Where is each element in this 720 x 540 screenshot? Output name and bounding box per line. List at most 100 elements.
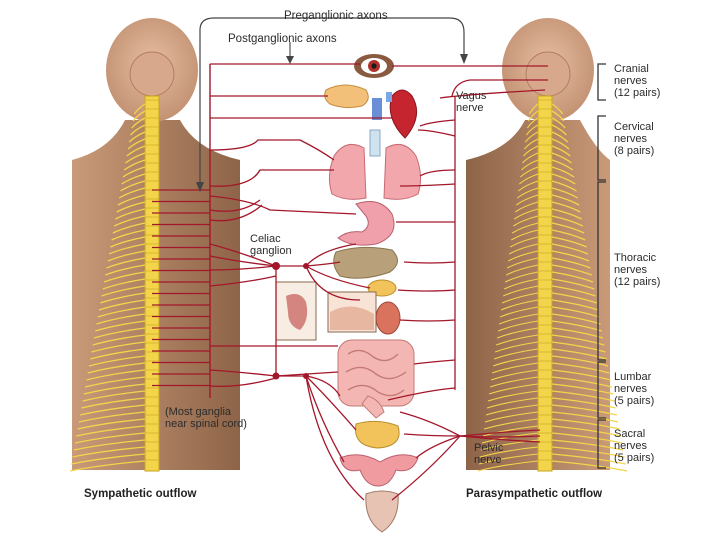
left-spinal-nerve xyxy=(77,418,146,430)
celiac-axon xyxy=(209,265,277,271)
left-spinal-nerve xyxy=(126,145,146,157)
cranial-line3: (12 pairs) xyxy=(614,87,661,99)
sympathetic-postganglionic-axon xyxy=(209,195,357,215)
bladder-icon xyxy=(354,420,400,449)
thoracic-line3: (12 pairs) xyxy=(614,276,661,288)
parasympathetic-axon xyxy=(397,289,456,292)
left-figure xyxy=(72,18,240,472)
sympathetic-postganglionic-axon xyxy=(209,199,261,212)
pelvic-nerve-label: Pelvic nerve xyxy=(474,442,503,466)
sacral-nerves-label: Sacral nerves (5 pairs) xyxy=(614,428,654,464)
left-spinal-nerve xyxy=(132,110,146,122)
right-spinal-nerve xyxy=(551,110,565,122)
celiac-ganglion-label: Celiac ganglion xyxy=(250,233,292,257)
right-spinal-nerve xyxy=(551,418,620,430)
right-spinal-nerve xyxy=(514,201,539,213)
preganglionic-arrow-right xyxy=(460,54,468,64)
sympathetic-postganglionic-axon xyxy=(209,204,263,222)
postganglionic-label: Postganglionic axons xyxy=(228,33,337,45)
left-spinal-nerve xyxy=(82,390,146,402)
right-spinal-nerve xyxy=(498,313,539,325)
right-spinal-nerve xyxy=(551,362,610,374)
right-spinal-nerve xyxy=(551,173,576,185)
right-spinal-nerve xyxy=(527,110,539,122)
right-spinal-nerve xyxy=(551,222,585,234)
thoracic-nerves-label: Thoracic nerves (12 pairs) xyxy=(614,252,660,288)
left-spinal-nerve xyxy=(122,166,146,178)
left-spinal-nerve xyxy=(117,194,146,206)
cervical-line3: (8 pairs) xyxy=(614,145,655,157)
right-spinal-nerve xyxy=(519,166,539,178)
preganglionic-label: Preganglionic axons xyxy=(284,10,388,22)
left-spinal-nerve xyxy=(96,313,146,325)
right-spinal-nerve xyxy=(486,397,539,409)
heart-icon xyxy=(372,89,418,139)
right-spinal-nerve xyxy=(484,411,539,423)
left-spinal-nerve xyxy=(79,404,146,416)
left-spinal-nerve xyxy=(102,278,146,290)
left-spinal-nerve xyxy=(69,460,146,472)
right-spinal-nerve xyxy=(551,376,613,388)
cranial-line2: nerves xyxy=(614,75,648,87)
left-brain xyxy=(129,51,175,97)
thoracic-line2: nerves xyxy=(614,264,648,276)
cervical-nerves-label: Cervical nerves (8 pairs) xyxy=(614,121,654,157)
parasympathetic-axon xyxy=(413,359,456,365)
sympathetic-postganglionic-axon xyxy=(209,275,277,287)
parasympathetic-axon xyxy=(439,89,546,99)
rectum-icon xyxy=(361,395,385,419)
right-spinal-nerve xyxy=(483,418,539,430)
right-spinal-nerve xyxy=(492,355,539,367)
celiac-axon xyxy=(305,375,341,397)
right-spinal-nerve xyxy=(551,271,594,283)
left-spinal-nerve xyxy=(120,180,146,192)
pelvic-axon xyxy=(459,429,541,437)
left-spinal-nerve xyxy=(81,397,146,409)
preganglionic-arrow-left xyxy=(196,182,204,192)
left-spinal-nerve xyxy=(111,229,146,241)
left-spinal-nerve xyxy=(125,152,146,164)
most-ganglia-line1: (Most ganglia xyxy=(165,406,232,418)
nerve-group-bracket xyxy=(597,361,606,419)
right-spinal-nerve xyxy=(551,446,625,458)
right-spinal-nerve xyxy=(551,425,621,437)
celiac-axon xyxy=(305,261,341,267)
right-spinal-nerve xyxy=(551,313,601,325)
left-spinal-nerve xyxy=(83,383,146,395)
sympathetic-outflow-label: Sympathetic outflow xyxy=(84,488,197,500)
right-spinal-nerve xyxy=(551,103,564,115)
right-spinal-nerve xyxy=(479,446,539,458)
left-spinal-nerve xyxy=(98,299,146,311)
axon-network xyxy=(152,17,548,501)
right-spinal-nerve xyxy=(520,159,539,171)
right-spinal-nerve xyxy=(551,250,590,262)
left-spinal-nerve xyxy=(76,425,146,437)
intestines-icon xyxy=(337,339,415,407)
right-spinal-nerve xyxy=(490,369,539,381)
celiac-line2: ganglion xyxy=(250,245,292,257)
left-spinal-nerve xyxy=(133,103,146,115)
liver-icon xyxy=(333,246,398,279)
right-spinal-nerve xyxy=(482,425,539,437)
left-spinal-nerve xyxy=(86,369,146,381)
right-spinal-nerve xyxy=(528,103,539,115)
most-ganglia-label: (Most ganglia near spinal cord) xyxy=(165,406,247,430)
pelvic-line1: Pelvic xyxy=(474,442,504,454)
right-spinal-nerve xyxy=(499,306,539,318)
pelvic-axon xyxy=(415,435,461,459)
left-spinal-nerve xyxy=(112,222,146,234)
parasympathetic-axon xyxy=(419,119,456,127)
right-spinal-nerve xyxy=(525,124,539,136)
celiac-axon xyxy=(305,375,345,463)
right-spinal-nerve xyxy=(523,138,539,150)
parasympathetic-axon xyxy=(399,319,456,322)
celiac-axon xyxy=(305,375,365,501)
parasympathetic-axon xyxy=(387,387,456,401)
right-spinal-nerve xyxy=(508,243,539,255)
left-spinal-nerve xyxy=(121,173,146,185)
postganglionic-arrow xyxy=(286,56,294,64)
right-brain xyxy=(525,51,571,97)
celiac-axon xyxy=(209,255,277,267)
parasympathetic-axon xyxy=(419,169,456,177)
left-spinal-nerve xyxy=(97,306,146,318)
